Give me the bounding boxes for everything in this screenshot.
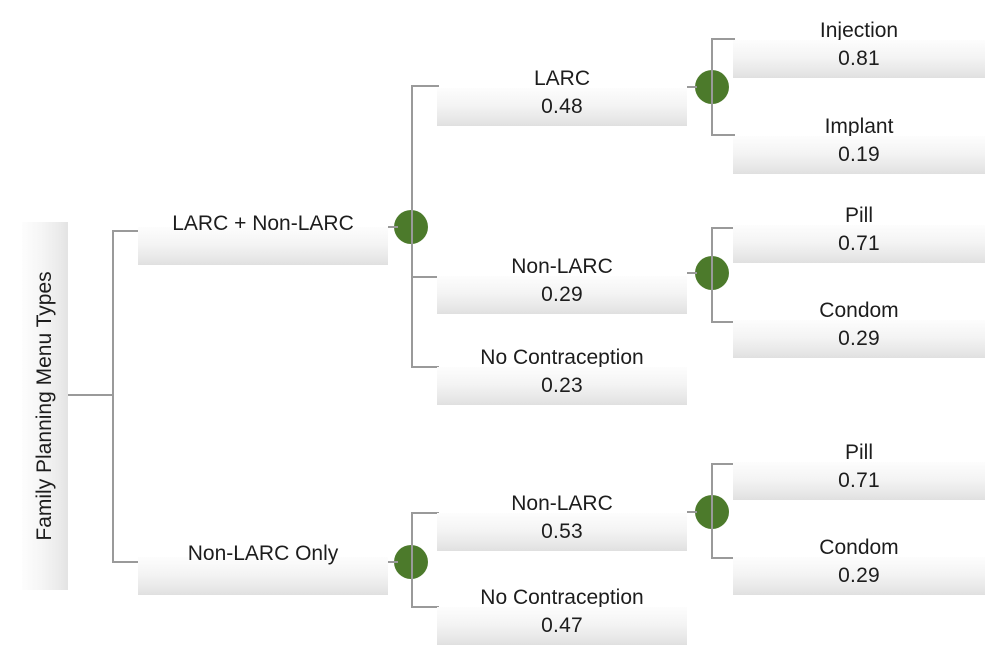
node-larc-plus-non-larc[interactable]: LARC + Non-LARC [138, 212, 388, 265]
connector-to-condom-b [711, 557, 735, 559]
connector-to-non-larc-a [411, 276, 439, 278]
connector-to-no-contraception-b [411, 606, 439, 608]
connector-to-larc [411, 85, 439, 87]
node-no-contraception-b-box: 0.47 [437, 607, 687, 645]
node-implant-box: 0.19 [733, 136, 985, 174]
node-no-contraception-b[interactable]: No Contraception 0.47 [437, 571, 687, 645]
connector-to-injection [711, 38, 735, 40]
connector-root-stub [68, 394, 113, 396]
node-injection-value: 0.81 [838, 46, 880, 70]
node-no-contraception-a[interactable]: No Contraception 0.23 [437, 331, 687, 405]
connector-larc-stub [687, 86, 697, 88]
node-larc-value: 0.48 [541, 94, 583, 118]
node-non-larc-b-box: 0.53 [437, 513, 687, 551]
node-pill-b[interactable]: Pill 0.71 [733, 429, 985, 500]
node-non-larc-a-value: 0.29 [541, 282, 583, 306]
node-no-contraception-b-label: No Contraception [480, 585, 644, 609]
node-non-larc-only[interactable]: Non-LARC Only [138, 542, 388, 595]
root-node-label: Family Planning Menu Types [33, 271, 56, 541]
node-injection-label: Injection [819, 18, 899, 42]
node-non-larc-a-label: Non-LARC [511, 254, 613, 278]
connector-root-to-larc-nonlarc [112, 230, 140, 232]
connector-non-larc-a-trunk [711, 227, 713, 322]
node-implant-value: 0.19 [838, 142, 880, 166]
node-condom-b-box: 0.29 [733, 557, 985, 595]
node-injection[interactable]: Injection 0.81 [733, 4, 985, 78]
node-larc[interactable]: LARC 0.48 [437, 50, 687, 126]
node-condom-a[interactable]: Condom 0.29 [733, 285, 985, 358]
node-larc-plus-non-larc-box [138, 227, 388, 265]
connector-non-larc-a-stub [687, 272, 697, 274]
connector-larc-nonlarc-stub [388, 226, 398, 228]
connector-non-larc-b-stub [687, 511, 697, 513]
node-implant[interactable]: Implant 0.19 [733, 100, 985, 174]
node-condom-b[interactable]: Condom 0.29 [733, 522, 985, 595]
node-condom-a-label: Condom [819, 298, 899, 322]
node-pill-b-label: Pill [844, 440, 873, 464]
connector-larc-nonlarc-trunk [411, 85, 413, 368]
node-larc-box: 0.48 [437, 88, 687, 126]
node-no-contraception-b-value: 0.47 [541, 613, 583, 637]
connector-to-non-larc-b [411, 512, 439, 514]
node-no-contraception-a-box: 0.23 [437, 367, 687, 405]
node-non-larc-b-value: 0.53 [541, 519, 583, 543]
node-pill-a-value: 0.71 [838, 231, 880, 255]
connector-root-trunk [112, 230, 114, 563]
connector-root-to-nonlarc-only [112, 561, 140, 563]
node-condom-b-value: 0.29 [838, 563, 880, 587]
connector-larc-trunk [711, 38, 713, 136]
node-non-larc-a-box: 0.29 [437, 276, 687, 314]
connector-to-pill-a [711, 227, 735, 229]
node-pill-b-box: 0.71 [733, 462, 985, 500]
node-pill-a-box: 0.71 [733, 225, 985, 263]
node-condom-b-label: Condom [819, 535, 899, 559]
node-non-larc-only-box [138, 557, 388, 595]
node-pill-a[interactable]: Pill 0.71 [733, 192, 985, 263]
node-non-larc-only-label: Non-LARC Only [187, 541, 339, 565]
node-non-larc-a[interactable]: Non-LARC 0.29 [437, 240, 687, 314]
node-larc-label: LARC [533, 66, 591, 90]
node-non-larc-b-label: Non-LARC [511, 491, 613, 515]
node-condom-a-value: 0.29 [838, 326, 880, 350]
connector-nonlarc-only-trunk [411, 512, 413, 607]
node-no-contraception-a-value: 0.23 [541, 373, 583, 397]
root-node-family-planning-menu-types[interactable]: Family Planning Menu Types [22, 222, 68, 590]
connector-to-pill-b [711, 463, 735, 465]
connector-nonlarc-only-stub [388, 561, 398, 563]
node-implant-label: Implant [824, 114, 894, 138]
node-no-contraception-a-label: No Contraception [480, 345, 644, 369]
connector-non-larc-b-trunk [711, 463, 713, 558]
node-pill-a-label: Pill [844, 203, 873, 227]
connector-to-no-contraception-a [411, 366, 439, 368]
node-larc-plus-non-larc-label: LARC + Non-LARC [172, 211, 354, 235]
node-condom-a-box: 0.29 [733, 320, 985, 358]
connector-to-implant [711, 134, 735, 136]
connector-to-condom-a [711, 321, 735, 323]
node-non-larc-b[interactable]: Non-LARC 0.53 [437, 477, 687, 551]
node-pill-b-value: 0.71 [838, 468, 880, 492]
node-injection-box: 0.81 [733, 40, 985, 78]
